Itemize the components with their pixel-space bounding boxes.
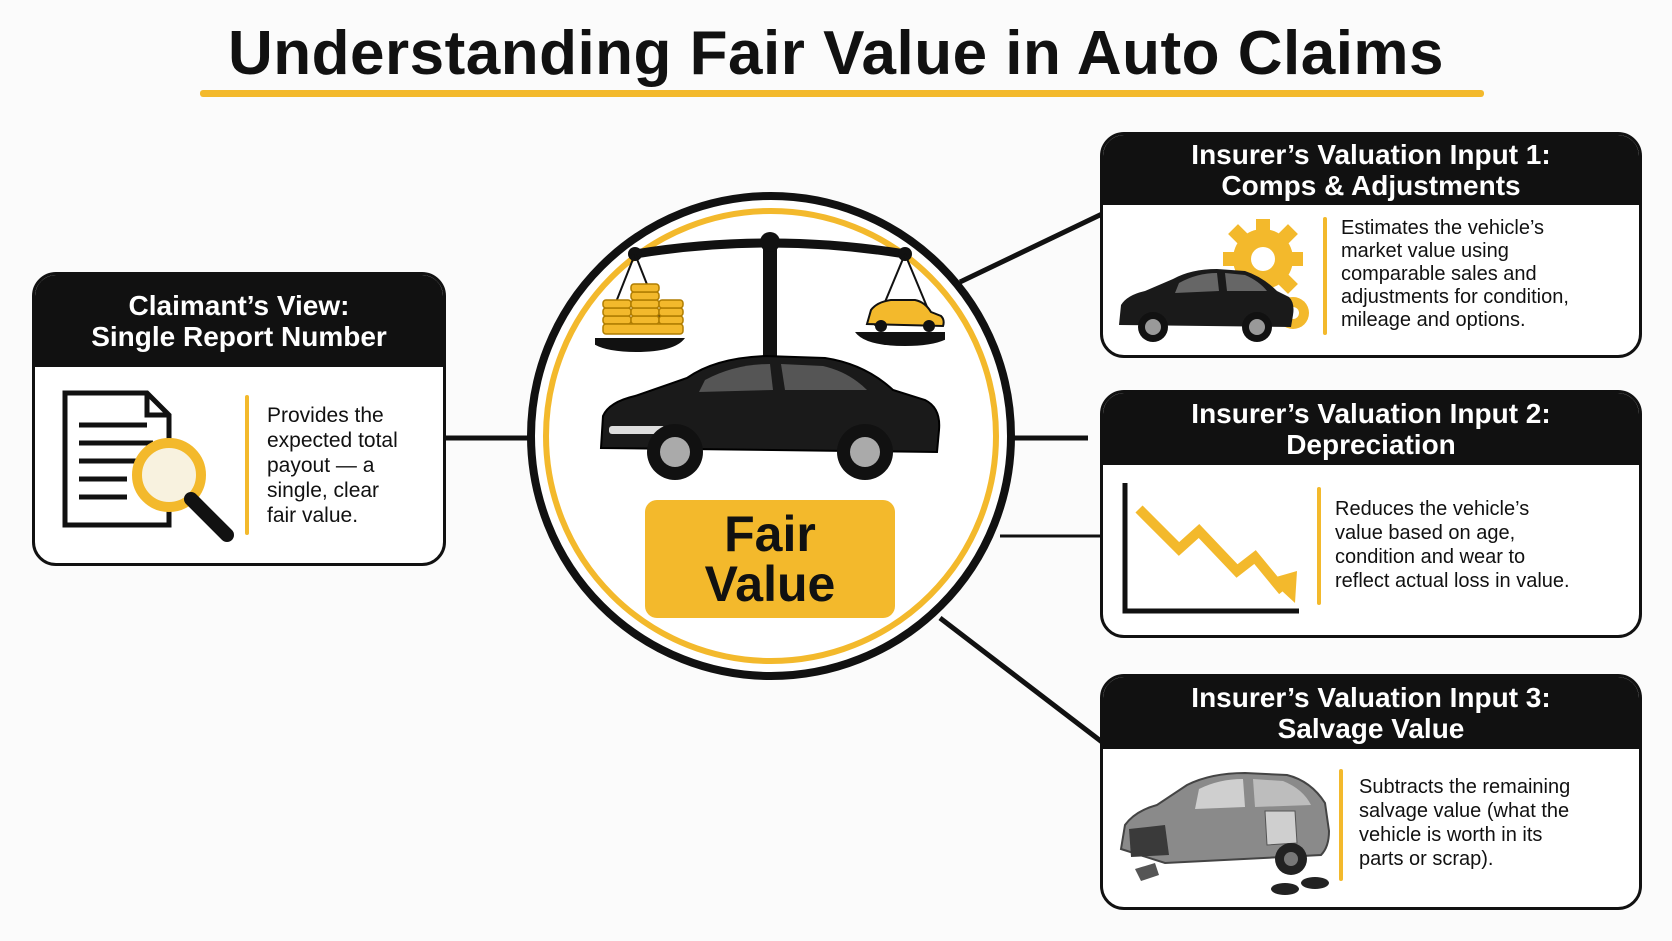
fair-value-label-line2: Value — [704, 556, 836, 612]
input-3-header-line1: Insurer’s Valuation Input 3: — [1191, 682, 1551, 713]
input-2-divider — [1317, 487, 1321, 605]
title-underline — [200, 90, 1484, 97]
input-1-description: Estimates the vehicle’s market value usi… — [1341, 217, 1631, 332]
car-with-gears-icon — [1119, 219, 1309, 342]
claimant-divider — [245, 395, 249, 535]
input-3-text-line: Subtracts the remaining — [1359, 776, 1571, 798]
input-1-header-line1: Insurer’s Valuation Input 1: — [1191, 139, 1551, 170]
input-1-text-line: Estimates the vehicle’s — [1341, 217, 1545, 239]
claimant-text-line: single, clear — [267, 479, 380, 502]
claimant-text-line: fair value. — [267, 504, 359, 527]
input-3-header-line2: Salvage Value — [1277, 713, 1465, 744]
input-1-text-line: adjustments for condition, — [1341, 286, 1569, 308]
input-2-header-line2: Depreciation — [1286, 429, 1456, 460]
input-2-text-line: Reduces the vehicle’s — [1335, 498, 1530, 520]
valuation-input-3-card: Insurer’s Valuation Input 3: Salvage Val… — [1100, 674, 1642, 910]
input-2-text-line: condition and wear to — [1335, 546, 1526, 568]
input-2-text-line: value based on age, — [1335, 522, 1516, 544]
fair-value-label-line1: Fair — [724, 506, 816, 562]
document-magnifier-icon — [62, 390, 234, 542]
page-title: Understanding Fair Value in Auto Claims — [227, 19, 1445, 88]
claimant-view-card: Claimant’s View: Single Report Number Pr… — [32, 272, 446, 566]
connector-input-1 — [958, 211, 1104, 285]
input-2-text-line: reflect actual loss in value. — [1335, 570, 1570, 592]
claimant-header-line1: Claimant’s View: — [128, 290, 350, 321]
damaged-car-icon — [1119, 771, 1331, 895]
input-3-text-line: vehicle is worth in its — [1359, 824, 1543, 846]
input-1-card-header: Insurer’s Valuation Input 1: Comps & Adj… — [1103, 135, 1639, 205]
input-2-description: Reduces the vehicle’s value based on age… — [1335, 497, 1635, 593]
balance-scale-with-car-icon — [595, 232, 945, 480]
input-1-header-line2: Comps & Adjustments — [1221, 170, 1521, 201]
claimant-card-body: Provides the expected total payout — a s… — [35, 367, 443, 563]
claimant-header-line2: Single Report Number — [91, 321, 387, 352]
hub-accent-ring — [543, 208, 999, 664]
valuation-input-1-card: Insurer’s Valuation Input 1: Comps & Adj… — [1100, 132, 1642, 358]
input-3-divider — [1339, 769, 1343, 881]
input-3-text-line: salvage value (what the — [1359, 800, 1570, 822]
input-1-text-line: comparable sales and — [1341, 263, 1537, 285]
input-1-text-line: market value using — [1341, 240, 1509, 262]
claimant-text-line: expected total — [267, 429, 398, 452]
claimant-card-header: Claimant’s View: Single Report Number — [35, 275, 443, 367]
claimant-text-line: Provides the — [267, 404, 384, 427]
claimant-text-line: payout — a — [267, 454, 375, 477]
input-2-header-line1: Insurer’s Valuation Input 2: — [1191, 398, 1551, 429]
input-2-card-header: Insurer’s Valuation Input 2: Depreciatio… — [1103, 393, 1639, 465]
input-3-card-header: Insurer’s Valuation Input 3: Salvage Val… — [1103, 677, 1639, 749]
input-3-text-line: parts or scrap). — [1359, 848, 1494, 870]
input-1-divider — [1323, 217, 1327, 335]
connector-input-3 — [938, 616, 1104, 744]
claimant-description: Provides the expected total payout — a s… — [267, 403, 437, 528]
fair-value-badge: Fair Value — [645, 500, 895, 618]
input-1-text-line: mileage and options. — [1341, 309, 1526, 331]
input-3-description: Subtracts the remaining salvage value (w… — [1359, 775, 1635, 871]
valuation-input-2-card: Insurer’s Valuation Input 2: Depreciatio… — [1100, 390, 1642, 638]
declining-chart-icon — [1122, 483, 1299, 614]
